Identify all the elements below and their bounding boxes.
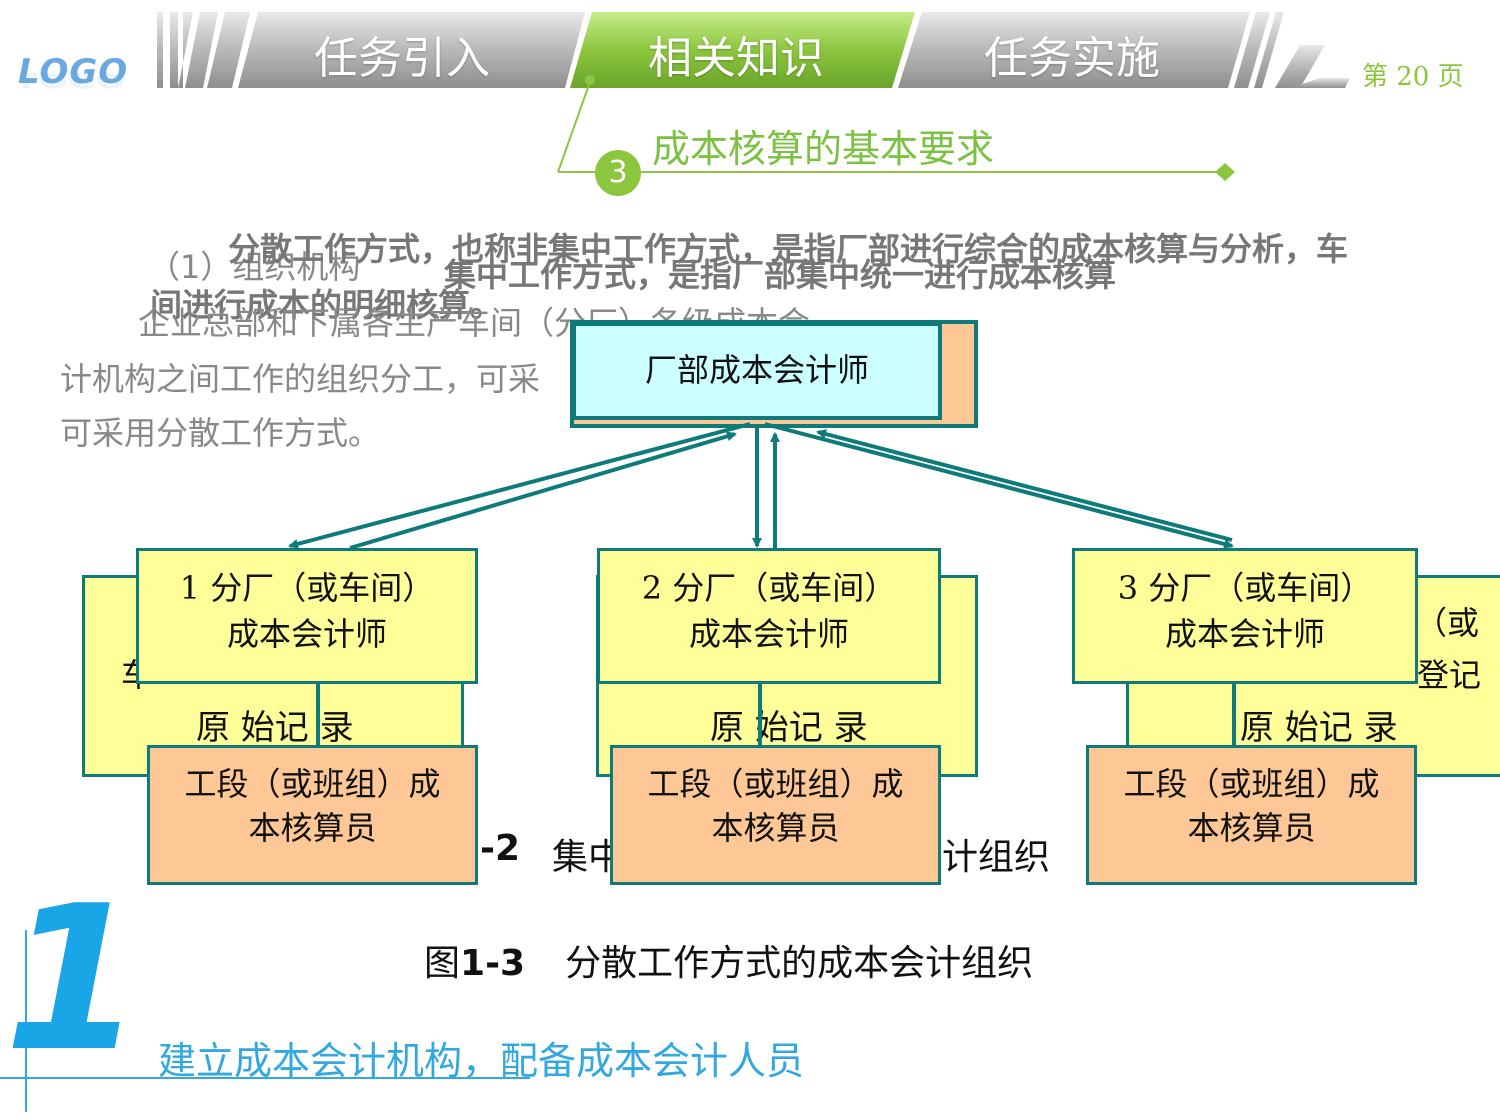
tab-related-knowledge[interactable]: 相关知识 — [648, 33, 824, 84]
tab-shape-1 — [238, 12, 585, 88]
branch-box-2: 2 分厂（或车间） 成本会计师 — [597, 548, 941, 684]
tab-shape-2 — [570, 12, 915, 88]
overlay-text-3: 间进行成本的明细核算。 — [150, 286, 503, 324]
page-number: 第 20 页 — [1362, 62, 1464, 92]
tab-task-implementation[interactable]: 任务实施 — [984, 33, 1160, 84]
team-2-line1: 工段（或班组）成 — [647, 765, 904, 803]
team-box-2: 工段（或班组）成 本核算员 — [610, 745, 941, 885]
team-3-line1: 工段（或班组）成 — [1123, 765, 1380, 803]
branch-3-line2: 成本会计师 — [1164, 615, 1325, 653]
caption-behind-suffix: 计组织 — [942, 837, 1051, 878]
team-1-line1: 工段（或班组）成 — [184, 765, 441, 803]
tab-shape-3 — [898, 12, 1250, 88]
para-line-3: 可采用分散工作方式。 — [60, 414, 381, 452]
overlay-text-1: 分散工作方式，也称非集中工作方式，是指厂部进行综合的成本核算与分析，车 — [228, 230, 1349, 268]
branch-box-3: 3 分厂（或车间） 成本会计师 — [1072, 548, 1418, 684]
para-line-2: 计机构之间工作的组织分工，可采 — [60, 360, 541, 398]
team-box-3: 工段（或班组）成 本核算员 — [1086, 745, 1417, 885]
branch-1-line1: 1 分厂（或车间） — [179, 569, 435, 607]
team-3-line2: 本核算员 — [1187, 809, 1316, 847]
team-box-1: 工段（或班组）成 本核算员 — [147, 745, 478, 885]
big-number-one: 1 — [4, 863, 144, 1096]
logo: LOGO — [18, 52, 129, 92]
branch-1-line2: 成本会计师 — [226, 615, 387, 653]
branch-3-line1: 3 分厂（或车间） — [1117, 569, 1373, 607]
branch-2-line2: 成本会计师 — [688, 615, 849, 653]
para-heading: （1）组织机构 — [148, 248, 361, 286]
tab-task-intro[interactable]: 任务引入 — [314, 33, 490, 84]
overlay-text-2: 集中工作方式，是指厂部集中统一进行成本核算 — [444, 256, 1117, 294]
record-label-2: 原 始记 录 — [710, 708, 868, 748]
branch-2-line1: 2 分厂（或车间） — [641, 569, 897, 607]
top-box-factory-accountant: 厂部成本会计师 — [572, 322, 942, 420]
step-number-badge: 3 — [595, 150, 641, 196]
team-1-line2: 本核算员 — [248, 809, 377, 847]
team-2-line2: 本核算员 — [711, 809, 840, 847]
record-label-1: 原 始记 录 — [196, 708, 354, 748]
section-subtitle: 成本核算的基本要求 — [652, 127, 995, 171]
branch-box-1: 1 分厂（或车间） 成本会计师 — [136, 548, 478, 684]
tab-bar-graphics — [157, 12, 1350, 181]
record-label-3: 原 始记 录 — [1240, 708, 1398, 748]
section-title: 建立成本会计机构，配备成本会计人员 — [158, 1039, 805, 1083]
caption-behind-prefix: -2 — [480, 828, 520, 869]
